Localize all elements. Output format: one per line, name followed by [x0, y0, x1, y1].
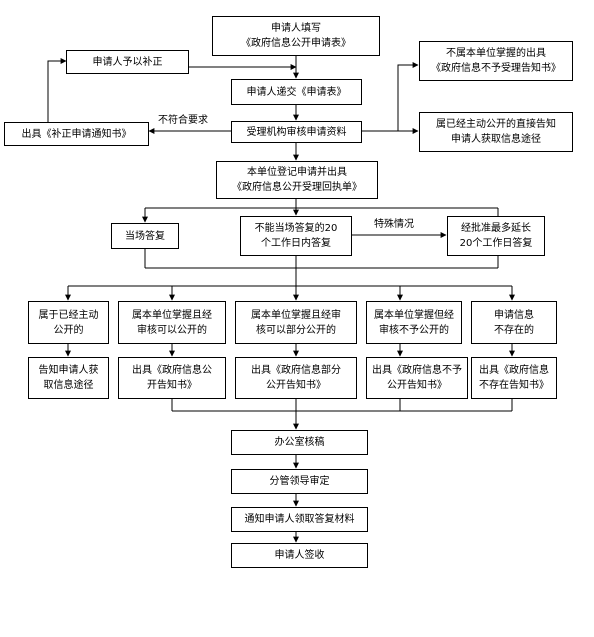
node-leader-review-line-1: 分管领导审定: [269, 476, 330, 487]
node-sign-line-1: 申请人签收: [274, 550, 325, 561]
node-result-can-disclose-line-2: 开告知书》: [147, 380, 197, 391]
node-notify-pickup: 通知申请人领取答复材料: [231, 507, 368, 532]
node-result-not-disclose: 出具《政府信息不予 公开告知书》: [366, 357, 468, 399]
node-not-held-line-1: 不属本单位掌握的出具: [446, 48, 546, 59]
node-case-not-disclose-line-1: 属本单位掌握但经: [374, 309, 454, 321]
node-within-20-line-1: 不能当场答复的20: [254, 223, 338, 234]
node-review: 受理机构审核申请资料: [231, 121, 362, 143]
node-within-20-line-2: 个工作日内答复: [261, 238, 331, 249]
node-case-not-disclose: 属本单位掌握但经 审核不予公开的: [366, 301, 462, 344]
node-review-line-1: 受理机构审核申请资料: [246, 126, 347, 138]
node-correction-notice-line-1: 出具《补正申请通知书》: [21, 128, 132, 140]
node-case-partial-line-2: 核可以部分公开的: [256, 324, 336, 336]
node-register: 本单位登记申请并出具 《政府信息公开受理回执单》: [216, 161, 378, 199]
node-case-not-exist-line-2: 不存在的: [494, 324, 534, 336]
node-fill-form: 申请人填写 《政府信息公开申请表》: [212, 16, 380, 56]
node-supplement-line-1: 申请人予以补正: [92, 56, 163, 68]
node-case-can-disclose-line-1: 属本单位掌握且经: [132, 309, 212, 321]
node-result-partial: 出具《政府信息部分 公开告知书》: [235, 357, 357, 399]
node-already-public-line-1: 属已经主动公开的直接告知: [436, 119, 556, 130]
node-result-partial-line-1: 出具《政府信息部分: [251, 365, 341, 376]
node-case-not-exist: 申请信息 不存在的: [471, 301, 557, 344]
node-office-check: 办公室核稿: [231, 430, 368, 455]
node-not-held: 不属本单位掌握的出具 《政府信息不予受理告知书》: [419, 41, 573, 81]
node-extend-20-line-1: 经批准最多延长: [461, 223, 531, 234]
node-register-line-1: 本单位登记申请并出具: [247, 167, 347, 178]
node-leader-review: 分管领导审定: [231, 469, 368, 494]
node-already-public-line-2: 申请人获取信息途径: [451, 134, 541, 145]
label-special: 特殊情况: [374, 219, 414, 230]
node-result-public: 告知申请人获 取信息途径: [28, 357, 109, 399]
node-extend-20-line-2: 20个工作日答复: [459, 238, 533, 249]
node-result-can-disclose: 出具《政府信息公 开告知书》: [118, 357, 226, 399]
node-not-held-line-2: 《政府信息不予受理告知书》: [431, 63, 561, 74]
node-register-line-2: 《政府信息公开受理回执单》: [232, 182, 362, 193]
node-fill-form-line-2: 《政府信息公开申请表》: [241, 38, 351, 49]
node-submit-line-1: 申请人递交《申请表》: [246, 86, 347, 98]
node-case-public-line-1: 属于已经主动: [38, 309, 99, 321]
node-result-not-disclose-line-1: 出具《政府信息不予: [372, 365, 462, 376]
node-result-not-exist-line-2: 不存在告知书》: [479, 380, 549, 391]
node-case-public: 属于已经主动 公开的: [28, 301, 109, 344]
node-notify-pickup-line-1: 通知申请人领取答复材料: [244, 514, 355, 525]
node-office-check-line-1: 办公室核稿: [274, 437, 325, 448]
node-on-spot: 当场答复: [111, 223, 179, 249]
arrow-review-to-not-held: [362, 62, 419, 132]
node-submit: 申请人递交《申请表》: [231, 79, 362, 105]
arrow-correction-to-supplement: [47, 58, 67, 122]
node-result-can-disclose-line-1: 出具《政府信息公: [132, 365, 212, 376]
node-case-partial: 属本单位掌握且经审 核可以部分公开的: [235, 301, 357, 344]
node-on-spot-line-1: 当场答复: [125, 230, 165, 242]
node-within-20: 不能当场答复的20 个工作日内答复: [240, 216, 352, 256]
node-sign: 申请人签收: [231, 543, 368, 568]
node-result-public-line-1: 告知申请人获: [38, 365, 99, 376]
node-result-not-exist-line-1: 出具《政府信息: [479, 365, 549, 376]
node-result-not-disclose-line-2: 公开告知书》: [387, 380, 447, 391]
label-noncompliant: 不符合要求: [158, 115, 208, 126]
node-case-can-disclose-line-2: 审核可以公开的: [137, 324, 207, 336]
node-supplement: 申请人予以补正: [66, 50, 189, 74]
node-fill-form-line-1: 申请人填写: [271, 23, 321, 34]
node-result-not-exist: 出具《政府信息 不存在告知书》: [471, 357, 557, 399]
node-already-public: 属已经主动公开的直接告知 申请人获取信息途径: [419, 112, 573, 152]
node-result-public-line-2: 取信息途径: [43, 380, 94, 391]
node-case-not-disclose-line-2: 审核不予公开的: [379, 324, 449, 336]
node-correction-notice: 出具《补正申请通知书》: [4, 122, 149, 146]
node-case-can-disclose: 属本单位掌握且经 审核可以公开的: [118, 301, 226, 344]
node-extend-20: 经批准最多延长 20个工作日答复: [447, 216, 545, 256]
node-case-public-line-2: 公开的: [53, 324, 84, 336]
node-result-partial-line-2: 公开告知书》: [266, 380, 326, 391]
node-case-partial-line-1: 属本单位掌握且经审: [251, 309, 341, 321]
node-case-not-exist-line-1: 申请信息: [494, 309, 534, 321]
